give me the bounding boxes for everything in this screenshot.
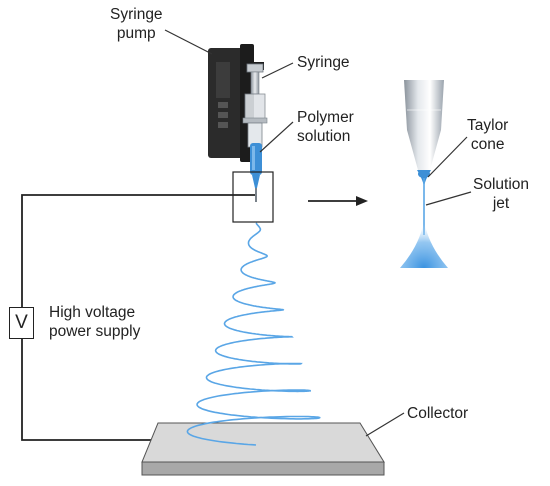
- leader-solution-jet: [425, 191, 472, 206]
- solution-jet: [400, 178, 448, 268]
- fiber-spiral: [186, 222, 321, 446]
- label-collector: Collector: [407, 405, 469, 422]
- circuit-wires: [21, 194, 255, 441]
- label-solution-jet: Solution jet: [473, 176, 530, 212]
- label-taylor-cone: Taylor cone: [467, 117, 509, 153]
- leader-polymer-solution: [259, 121, 294, 153]
- leader-syringe: [261, 62, 294, 79]
- label-syringe: Syringe: [297, 54, 350, 71]
- zoom-arrow: [308, 196, 368, 206]
- collector-plate: [141, 422, 385, 476]
- wire-top: [21, 194, 255, 307]
- voltage-source: V: [9, 307, 34, 339]
- leader-syringe-pump: [164, 29, 213, 55]
- syringe: [242, 63, 268, 202]
- leader-collector: [365, 412, 405, 437]
- voltage-symbol: V: [15, 312, 28, 333]
- label-syringe-pump: Syringe pump: [110, 6, 163, 42]
- leader-taylor-cone: [427, 136, 468, 178]
- wire-bottom: [21, 339, 155, 441]
- label-power-supply: High voltage power supply: [49, 304, 141, 340]
- leader-lines: [164, 29, 472, 437]
- magnified-needle: [404, 80, 444, 170]
- zoom-box: [232, 171, 274, 223]
- label-polymer-solution: Polymer solution: [297, 109, 354, 145]
